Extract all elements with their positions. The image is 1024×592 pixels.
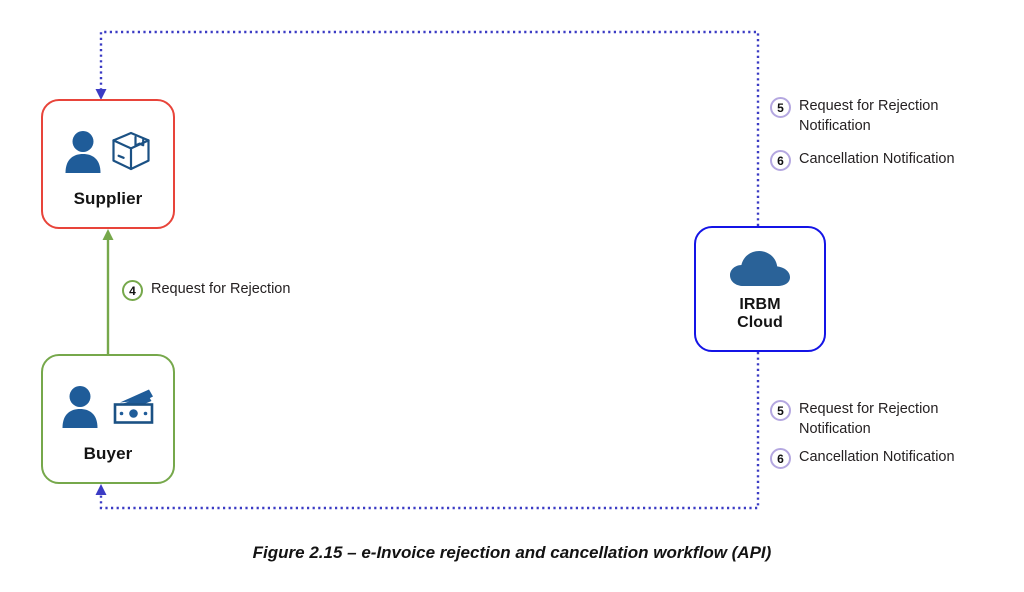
connector-irbm-to-supplier <box>95 30 760 226</box>
step-5-top-annotation: 5 Request for Rejection Notification <box>770 96 1000 136</box>
step-5-bottom-badge: 5 <box>770 400 791 421</box>
connector-buyer-to-supplier <box>102 229 114 354</box>
irbm-label-line2: Cloud <box>737 314 783 331</box>
supplier-icon-group <box>63 120 153 182</box>
supplier-label: Supplier <box>73 188 143 208</box>
step-4-label: Request for Rejection <box>151 281 291 297</box>
step-5-bottom-annotation: 5 Request for Rejection Notification <box>770 399 1000 439</box>
step-5-top-label: Request for Rejection Notification <box>799 98 939 134</box>
irbm-cloud-label: IRBM Cloud <box>737 296 783 333</box>
buyer-label: Buyer <box>83 443 133 463</box>
irbm-label-line1: IRBM <box>739 295 781 313</box>
step-6-bottom-annotation: 6 Cancellation Notification <box>770 447 1000 469</box>
step-5-top-badge: 5 <box>770 97 791 118</box>
irbm-icon-group <box>729 246 791 292</box>
cash-money-icon <box>113 389 154 424</box>
buyer-icon-group <box>60 375 156 437</box>
step-6-bottom-label: Cancellation Notification <box>799 449 955 465</box>
step-6-top-badge: 6 <box>770 150 791 171</box>
step-4-annotation: 4 Request for Rejection <box>122 279 290 301</box>
cloud-icon <box>730 250 790 286</box>
node-supplier[interactable]: Supplier <box>41 99 175 229</box>
person-icon <box>65 130 101 173</box>
node-buyer[interactable]: Buyer <box>41 354 175 484</box>
step-6-top-label: Cancellation Notification <box>799 151 955 167</box>
step-4-badge: 4 <box>122 280 143 301</box>
step-6-top-annotation: 6 Cancellation Notification <box>770 149 1000 171</box>
connector-irbm-to-buyer <box>95 352 760 510</box>
step-6-bottom-badge: 6 <box>770 448 791 469</box>
step-5-bottom-label: Request for Rejection Notification <box>799 401 939 437</box>
figure-caption: Figure 2.15 – e-Invoice rejection and ca… <box>252 543 772 562</box>
arrowhead-into-supplier-bottom <box>102 229 114 240</box>
person-icon <box>62 385 98 428</box>
arrowhead-into-buyer-bottom <box>95 484 107 495</box>
parcel-box-icon <box>112 131 150 170</box>
node-irbm-cloud[interactable]: IRBM Cloud <box>694 226 826 352</box>
